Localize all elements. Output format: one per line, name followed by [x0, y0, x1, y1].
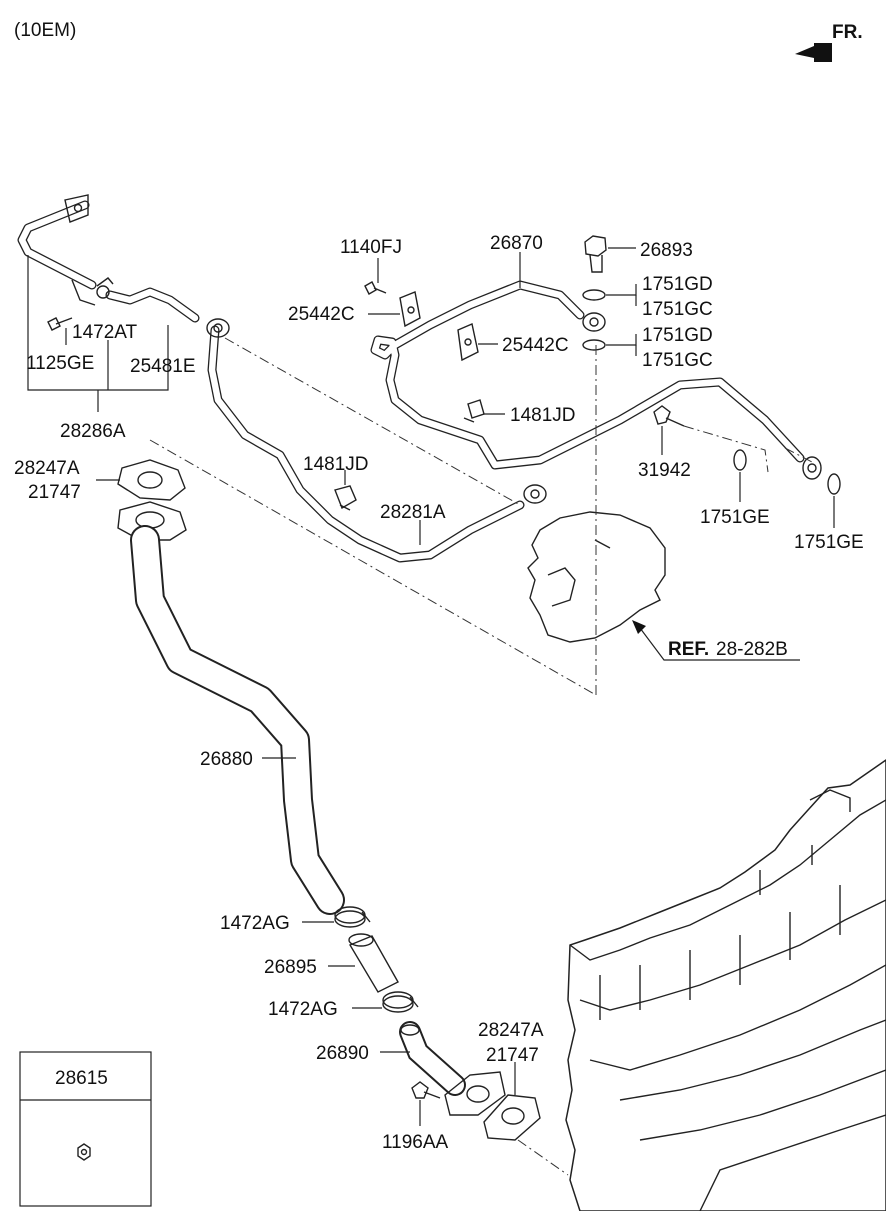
clip-1481JD-upper: [463, 399, 485, 423]
nut-28615-icon: [77, 1143, 91, 1161]
label-1472AG-upper: 1472AG: [220, 913, 290, 934]
gasket-28247A-lower: [483, 1094, 541, 1141]
label-1751GC-lower: 1751GC: [642, 350, 713, 371]
label-1472AG-lower: 1472AG: [268, 999, 338, 1020]
ref-arrow-icon: [632, 620, 646, 634]
label-1472AT: 1472AT: [72, 322, 138, 343]
inset-28615: 28615: [19, 1051, 152, 1207]
ref-prefix: REF.: [668, 639, 709, 660]
washer-1751GD-upper: [582, 289, 606, 301]
clamp-1472AG-lower: [382, 991, 419, 1013]
washer-1751GE-right: [827, 473, 841, 495]
label-21747-lower: 21747: [486, 1045, 539, 1066]
pipe-26870: [370, 280, 822, 480]
clamp-25442C-lower: [457, 323, 479, 362]
label-25442C-lower: 25442C: [502, 335, 569, 356]
label-1140FJ: 1140FJ: [340, 237, 402, 258]
label-1751GE-right: 1751GE: [794, 532, 864, 553]
variant-label: (10EM): [14, 20, 76, 41]
bolt-26893: [584, 235, 607, 273]
label-28615: 28615: [55, 1068, 108, 1089]
bolt-31942: [653, 405, 685, 427]
label-1751GD-upper: 1751GD: [642, 274, 713, 295]
label-26890: 26890: [316, 1043, 369, 1064]
washer-1751GE-left: [733, 449, 747, 471]
ref-code: 28-282B: [716, 639, 788, 660]
label-26893: 26893: [640, 240, 693, 261]
label-1481JD-lower: 1481JD: [303, 454, 369, 475]
label-28247A-lower: 28247A: [478, 1020, 544, 1041]
hose-26895: [348, 933, 399, 993]
bolt-1125GE: [47, 317, 73, 331]
label-26895: 26895: [264, 957, 317, 978]
turbocharger: [527, 511, 666, 643]
label-28286A: 28286A: [60, 421, 126, 442]
hose-25481E: [105, 287, 200, 323]
label-1751GD-lower: 1751GD: [642, 325, 713, 346]
label-25442C-upper: 25442C: [288, 304, 355, 325]
engine-block: [565, 759, 886, 1211]
gasket-28247A-upper: [117, 459, 186, 501]
label-1125GE: 1125GE: [26, 353, 94, 374]
label-1481JD-upper: 1481JD: [510, 405, 576, 426]
clip-1481JD-lower: [334, 485, 357, 511]
label-26880: 26880: [200, 749, 253, 770]
pipe-28281A: [206, 318, 547, 563]
front-arrow-icon: [795, 43, 832, 62]
pipe-26890: [399, 1021, 506, 1116]
label-28247A-upper: 28247A: [14, 458, 80, 479]
clamp-1472AG-upper: [334, 906, 371, 928]
label-21747-upper: 21747: [28, 482, 81, 503]
pipe-28286A: [17, 194, 97, 306]
label-1751GC-upper: 1751GC: [642, 299, 713, 320]
label-31942: 31942: [638, 460, 691, 481]
clamp-25442C-upper: [399, 291, 421, 328]
label-25481E: 25481E: [130, 356, 196, 377]
label-1751GE-left: 1751GE: [700, 507, 770, 528]
washer-1751GD-lower: [582, 339, 606, 351]
label-1196AA: 1196AA: [382, 1132, 449, 1153]
bolt-1196AA: [411, 1081, 441, 1099]
clamp-1472AT: [96, 277, 114, 299]
bolt-1140FJ: [364, 281, 387, 295]
label-26870: 26870: [490, 233, 543, 254]
label-28281A: 28281A: [380, 502, 446, 523]
front-direction-label: FR.: [832, 22, 863, 43]
pipe-26880: [117, 501, 345, 915]
